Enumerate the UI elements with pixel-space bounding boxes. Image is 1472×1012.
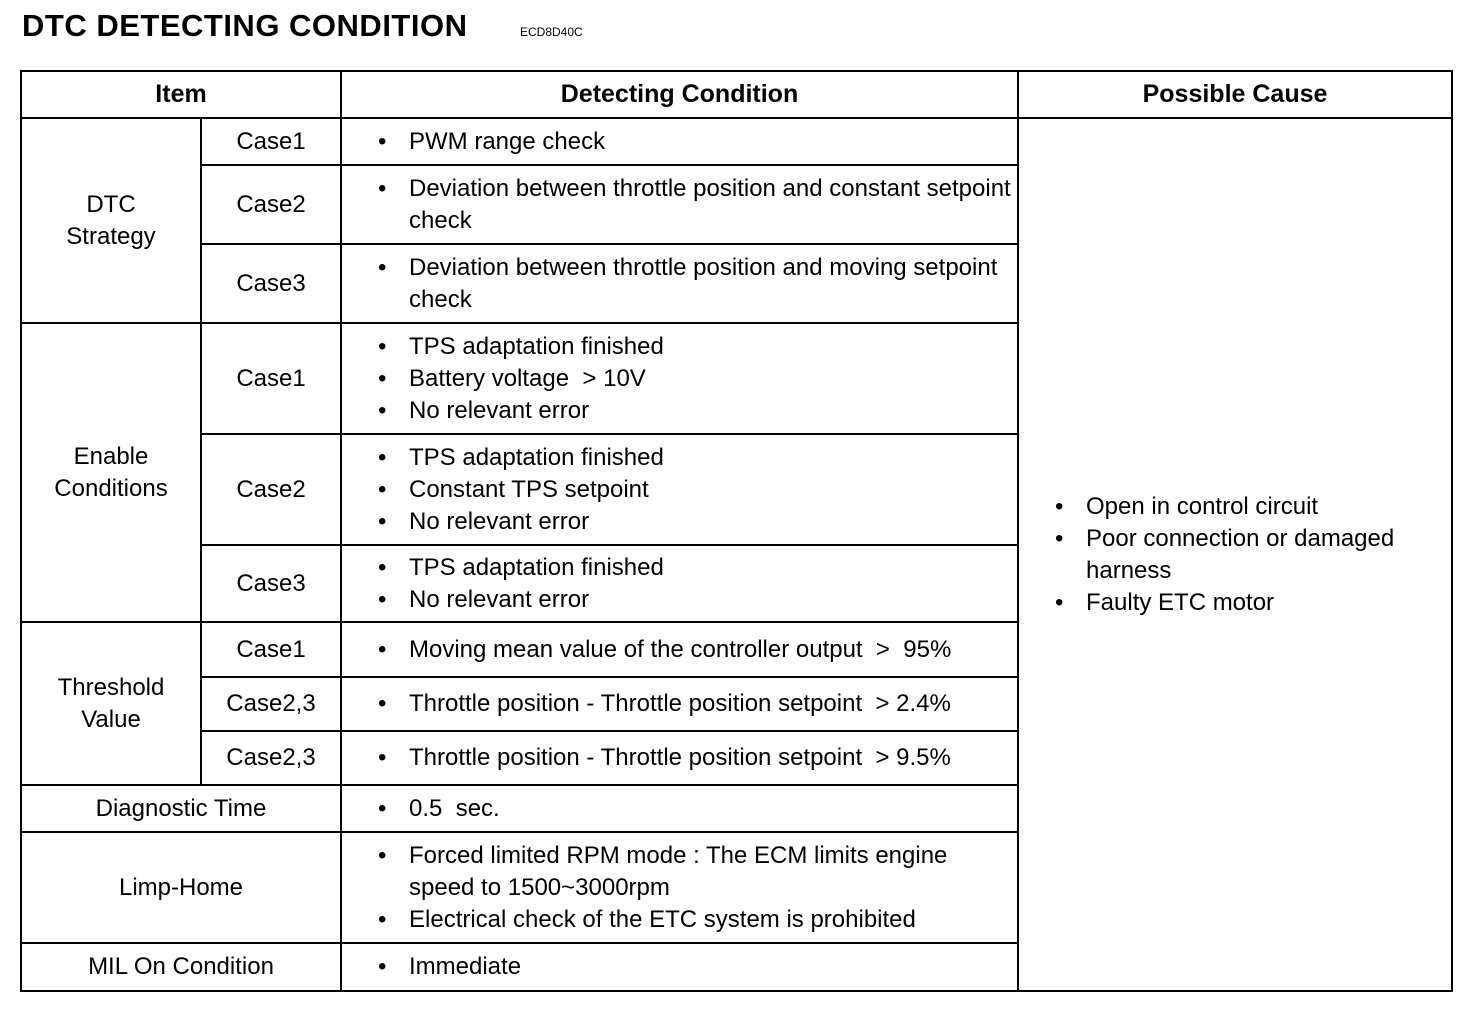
table-row: DTC Strategy Case1 PWM range check Open … [20, 117, 1453, 992]
table-row: Case2,3 Throttle position - Throttle pos… [21, 730, 1452, 786]
case-label: Case2 [200, 433, 342, 546]
bullet-item: Deviation between throttle position and … [378, 173, 1017, 237]
table-row: MIL On Condition Immediate [20, 942, 1452, 992]
limp-home-label: Limp-Home [20, 831, 342, 944]
table-row: Case3 TPS adaptation finished No relevan… [21, 544, 1452, 623]
bullet-item: Immediate [378, 951, 1017, 983]
condition-cell: Deviation between throttle position and … [340, 164, 1019, 245]
bullet-item: PWM range check [378, 126, 1017, 158]
dtc-condition-table: Item Detecting Condition Possible Cause … [20, 70, 1453, 992]
page-title: DTC DETECTING CONDITION [22, 8, 468, 43]
case-label: Case1 [200, 322, 342, 435]
bullet-item: Forced limited RPM mode : The ECM limits… [378, 840, 1017, 904]
possible-cause-cell: Open in control circuit Poor connection … [1017, 117, 1453, 992]
bullet-item: No relevant error [378, 584, 1017, 616]
table-row: Limp-Home Forced limited RPM mode : The … [20, 831, 1452, 944]
table-row: Case2,3 Throttle position - Throttle pos… [21, 676, 1452, 732]
header-detecting-condition: Detecting Condition [340, 70, 1019, 119]
table-row: Case2 Deviation between throttle positio… [21, 164, 1452, 245]
case-label: Case1 [200, 117, 342, 166]
condition-cell: TPS adaptation finished No relevant erro… [340, 544, 1019, 623]
diagnostic-time-label: Diagnostic Time [20, 784, 342, 833]
document-code: ECD8D40C [520, 25, 583, 39]
group-threshold-value: Threshold Value [20, 621, 202, 786]
header-possible-cause: Possible Cause [1017, 70, 1453, 119]
bullet-item: Throttle position - Throttle position se… [378, 688, 1017, 720]
header-item: Item [20, 70, 342, 119]
table-header-row: Item Detecting Condition Possible Cause [20, 70, 1453, 119]
table-row: Diagnostic Time 0.5 sec. [20, 784, 1452, 833]
condition-cell: Deviation between throttle position and … [340, 243, 1019, 324]
condition-cell: Moving mean value of the controller outp… [340, 621, 1019, 678]
bullet-item: TPS adaptation finished [378, 442, 1017, 474]
group-dtc-strategy: DTC Strategy [20, 117, 202, 324]
table-row: Case2 TPS adaptation finished Constant T… [21, 433, 1452, 546]
condition-cell: 0.5 sec. [340, 784, 1019, 833]
case-label: Case2,3 [200, 730, 342, 786]
condition-cell: Forced limited RPM mode : The ECM limits… [340, 831, 1019, 944]
case-label: Case2 [200, 164, 342, 245]
table-row: Threshold Value Case1 Moving mean value … [20, 621, 1452, 786]
table-row: Case3 Deviation between throttle positio… [21, 243, 1452, 324]
bullet-item: 0.5 sec. [378, 793, 1017, 825]
mil-on-condition-label: MIL On Condition [20, 942, 342, 992]
condition-cell: Throttle position - Throttle position se… [340, 676, 1019, 732]
condition-cell: TPS adaptation finished Battery voltage … [340, 322, 1019, 435]
bullet-item: TPS adaptation finished [378, 331, 1017, 363]
table-row: Enable Conditions Case1 TPS adaptation f… [20, 322, 1452, 623]
bullet-item: Electrical check of the ETC system is pr… [378, 904, 1017, 936]
bullet-item: TPS adaptation finished [378, 552, 1017, 584]
case-label: Case3 [200, 544, 342, 623]
cause-item: Poor connection or damaged harness [1055, 523, 1451, 587]
bullet-item: Constant TPS setpoint [378, 474, 1017, 506]
case-label: Case3 [200, 243, 342, 324]
cause-item: Open in control circuit [1055, 491, 1451, 523]
bullet-item: Moving mean value of the controller outp… [378, 634, 1017, 666]
group-enable-conditions: Enable Conditions [20, 322, 202, 623]
bullet-item: Throttle position - Throttle position se… [378, 742, 1017, 774]
condition-cell: Immediate [340, 942, 1019, 992]
condition-cell: Throttle position - Throttle position se… [340, 730, 1019, 786]
bullet-item: Deviation between throttle position and … [378, 252, 1017, 316]
condition-cell: TPS adaptation finished Constant TPS set… [340, 433, 1019, 546]
bullet-item: No relevant error [378, 395, 1017, 427]
bullet-item: No relevant error [378, 506, 1017, 538]
case-label: Case1 [200, 621, 342, 678]
case-label: Case2,3 [200, 676, 342, 732]
condition-cell: PWM range check [340, 117, 1019, 166]
bullet-item: Battery voltage > 10V [378, 363, 1017, 395]
cause-item: Faulty ETC motor [1055, 587, 1451, 619]
